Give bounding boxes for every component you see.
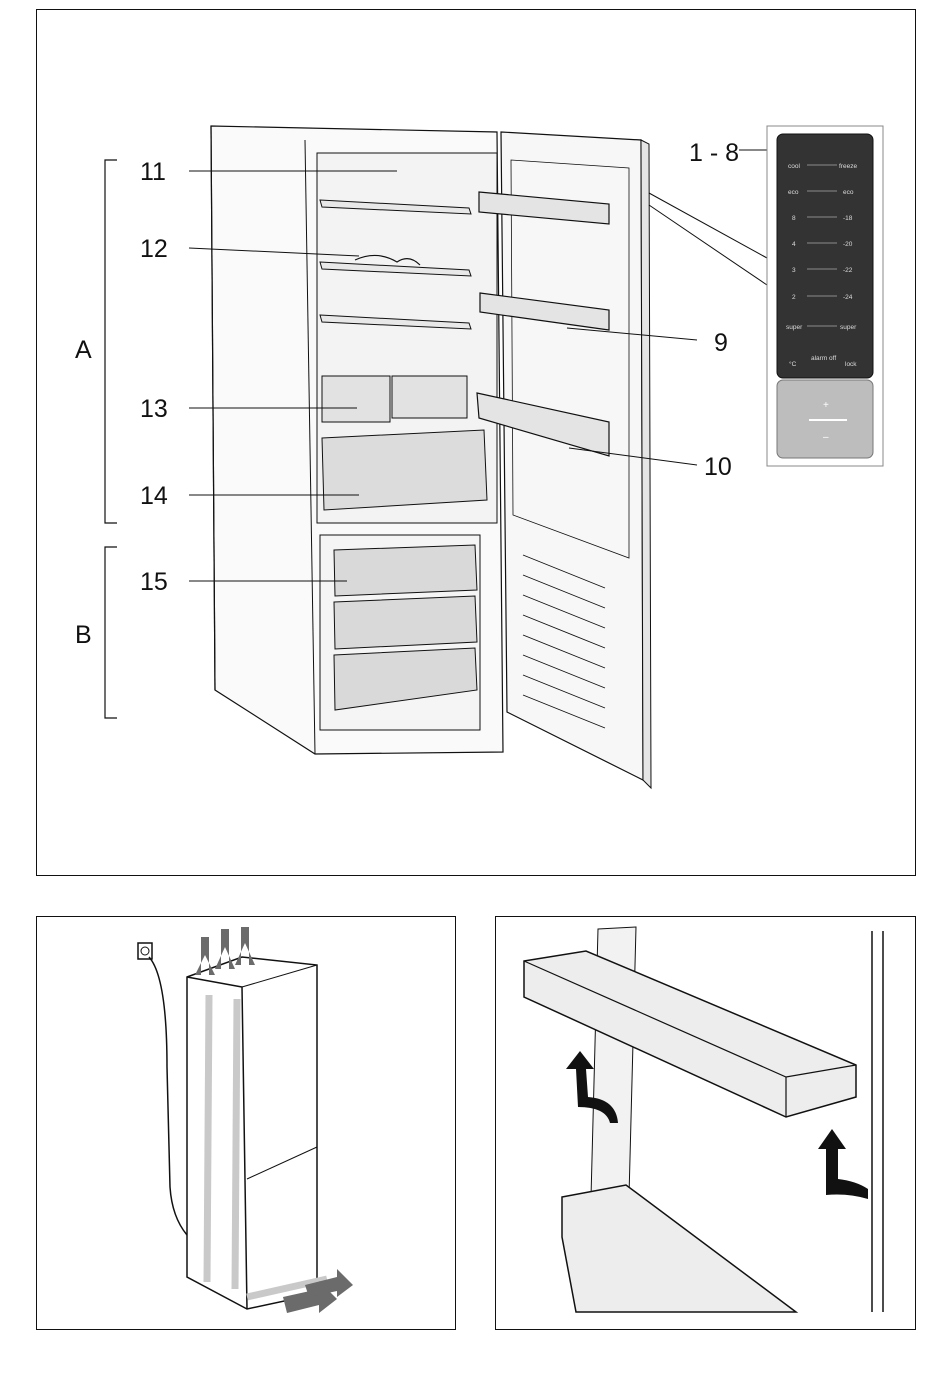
cp-left-label: 8 (792, 215, 796, 222)
callout-12: 12 (140, 235, 168, 263)
door-shelf-illustration (496, 917, 917, 1331)
cp-bottom-label: °C (789, 360, 797, 368)
callout-10: 10 (704, 453, 732, 481)
cp-right-label: eco (843, 189, 854, 196)
cp-left-label: eco (788, 189, 799, 196)
cp-right-label: -18 (843, 215, 853, 222)
ventilation-illustration (37, 917, 457, 1331)
ventilation-panel (36, 916, 456, 1330)
minus-key[interactable]: – (823, 432, 829, 443)
door-shelf-panel (495, 916, 916, 1330)
cp-bottom-label: alarm off (811, 355, 836, 362)
cp-left-label: super (786, 324, 803, 331)
cp-right-label: -20 (843, 241, 853, 248)
cp-left-label: 4 (792, 241, 796, 248)
callout-1-8: 1 - 8 (689, 139, 739, 167)
cp-right-label: -22 (843, 267, 853, 274)
zone-a-label: A (75, 336, 92, 364)
cp-left-label: 2 (792, 294, 796, 301)
callout-11: 11 (140, 158, 166, 186)
callout-14: 14 (140, 482, 168, 510)
callout-15: 15 (140, 568, 168, 596)
power-socket-icon (138, 943, 152, 959)
cp-right-label: super (840, 324, 857, 331)
zone-b-label: B (75, 621, 92, 649)
cp-right-label: -24 (843, 294, 853, 301)
cp-left-label: 3 (792, 267, 796, 274)
cp-right-label: freeze (839, 163, 857, 170)
callout-13: 13 (140, 395, 168, 423)
cp-left-label: cool (788, 163, 800, 170)
callout-9: 9 (714, 329, 728, 357)
control-panel: + – cool eco 8 4 3 2 super freeze eco -1… (767, 126, 883, 466)
cp-bottom-label: lock (845, 361, 857, 368)
appliance-overview-panel: 11 12 13 14 15 9 10 1 - 8 A B + – cool e… (36, 9, 916, 876)
fridge-freezer-illustration: 11 12 13 14 15 9 10 1 - 8 A B + – cool e… (37, 10, 917, 877)
plus-key[interactable]: + (823, 400, 829, 411)
